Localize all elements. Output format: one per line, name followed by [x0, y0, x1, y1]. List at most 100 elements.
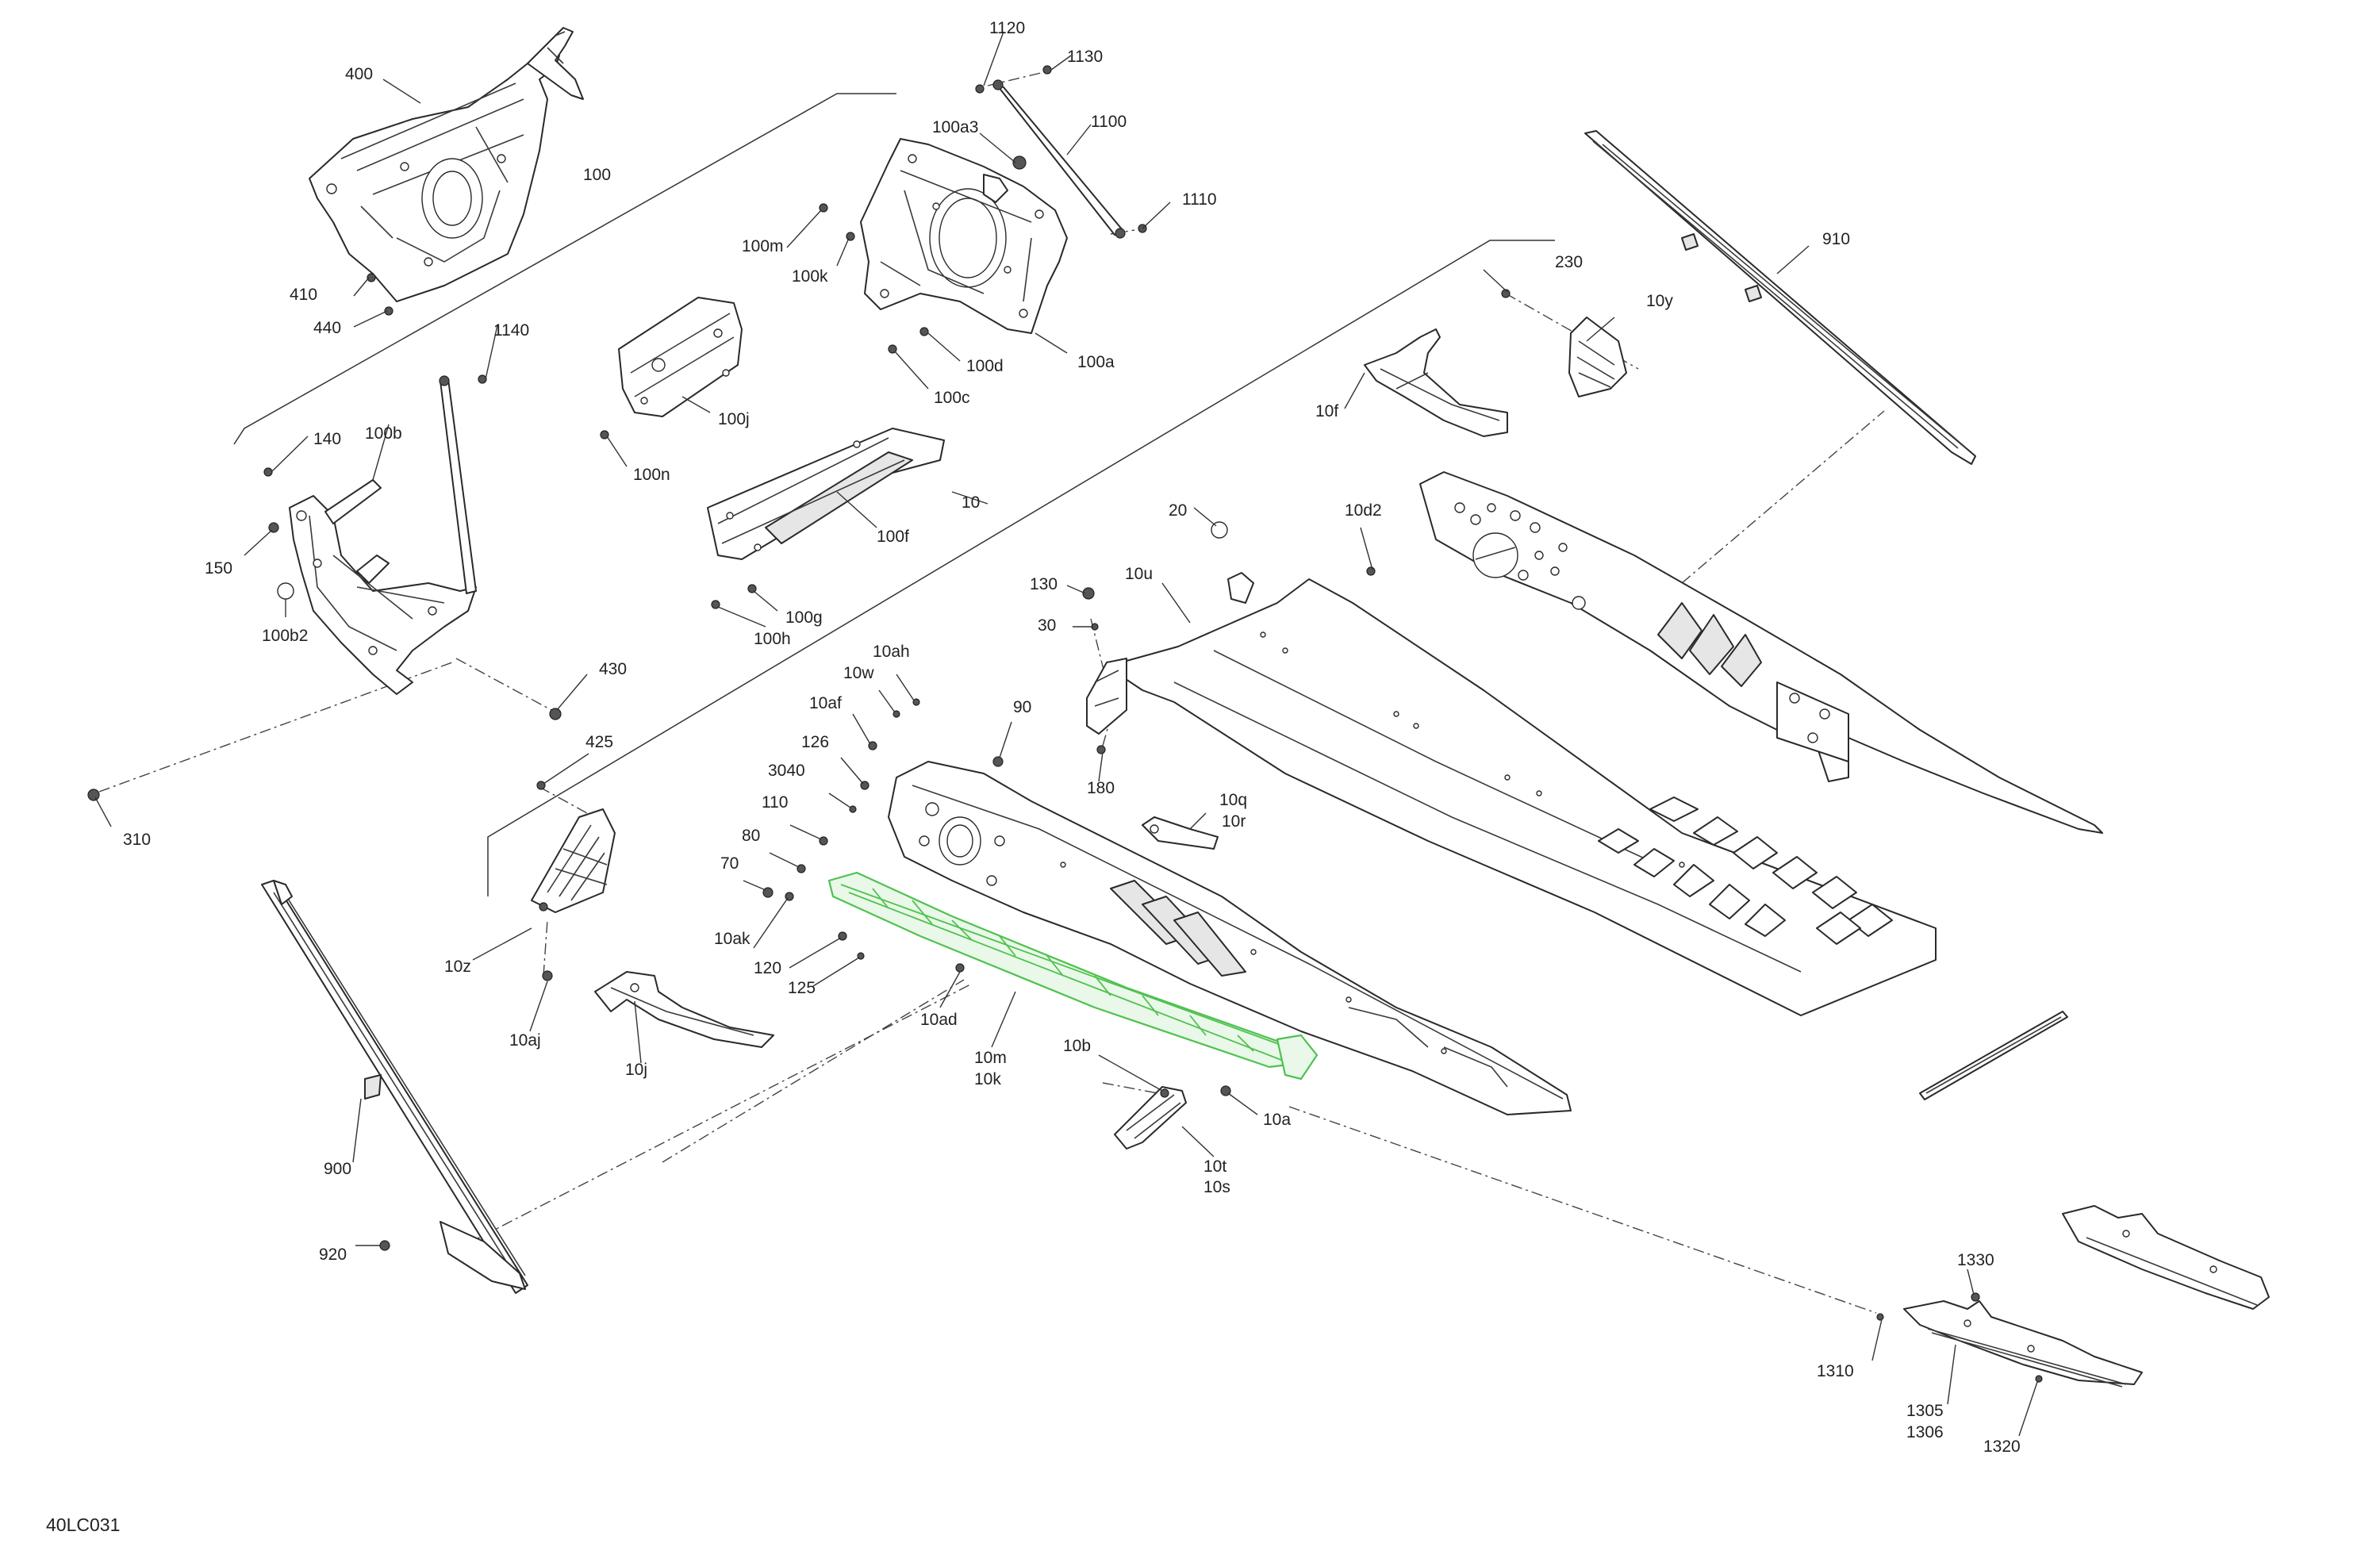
callout-10w: 10w	[843, 664, 874, 682]
callout-1306: 1306	[1906, 1423, 1944, 1441]
callout-70: 70	[720, 854, 739, 873]
callout-440: 440	[313, 319, 341, 337]
fastener-100h	[711, 600, 720, 609]
callout-1310: 1310	[1817, 1362, 1854, 1380]
assembly-axis-900	[463, 983, 973, 1246]
callout-3040: 3040	[768, 762, 805, 780]
fastener-230	[1501, 289, 1511, 298]
callout-10ah: 10ah	[873, 643, 910, 661]
callout-400: 400	[345, 65, 373, 83]
fastener-1330	[1971, 1292, 1980, 1302]
assembly-axis-430	[455, 658, 552, 711]
callout-180: 180	[1087, 779, 1115, 797]
callout-10k: 10k	[974, 1070, 1001, 1088]
part-100j-plate	[618, 297, 743, 417]
group-bracket-10	[487, 240, 1555, 896]
callout-150: 150	[205, 559, 232, 578]
callout-110: 110	[762, 793, 788, 812]
callout-10ak: 10ak	[714, 930, 750, 948]
part-thin-bar	[1919, 1011, 2068, 1100]
part-10y-plate	[1568, 317, 1627, 397]
fastener-100k	[846, 232, 855, 241]
callout-10: 10	[962, 493, 980, 512]
callout-920: 920	[319, 1246, 347, 1264]
assembly-axis-1310	[1288, 1106, 1877, 1314]
part-1305-1306-lower-bracket	[1903, 1300, 2143, 1388]
callout-425: 425	[585, 733, 613, 751]
callout-1330: 1330	[1957, 1251, 1994, 1269]
fastener-1320	[2035, 1375, 2043, 1383]
callout-100m: 100m	[742, 237, 784, 255]
callout-10m: 10m	[974, 1049, 1007, 1067]
part-10q-10r-bracket	[1142, 816, 1219, 850]
callout-126: 126	[801, 733, 829, 751]
callout-10t: 10t	[1203, 1157, 1226, 1176]
callout-10y: 10y	[1646, 292, 1673, 310]
callout-900: 900	[324, 1160, 351, 1178]
fastener-100g	[747, 584, 757, 593]
fastener-100d	[919, 327, 929, 336]
callout-910: 910	[1822, 230, 1850, 248]
part-910-long-rail	[1584, 130, 1976, 465]
fastener-1130	[1042, 65, 1052, 75]
fastener-10b	[1160, 1088, 1169, 1098]
fastener-310	[87, 789, 100, 801]
callout-10aj: 10aj	[509, 1031, 541, 1050]
fastener-80	[797, 864, 806, 873]
callout-1130: 1130	[1067, 48, 1103, 66]
callout-100a3: 100a3	[932, 118, 978, 136]
callout-100g: 100g	[785, 608, 823, 627]
fastener-110	[819, 836, 828, 846]
callout-125: 125	[788, 979, 816, 997]
fastener-1140	[478, 374, 487, 384]
leader-lines	[94, 31, 2038, 1437]
callout-130: 130	[1030, 575, 1058, 593]
callout-1140: 1140	[493, 321, 529, 340]
callout-100j: 100j	[718, 410, 750, 428]
callout-140: 140	[313, 430, 341, 448]
callout-10z: 10z	[444, 958, 471, 976]
fastener-920	[379, 1240, 390, 1251]
callout-100f: 100f	[877, 528, 909, 546]
part-10z-triangular-bracket	[531, 808, 616, 913]
callout-20: 20	[1169, 501, 1187, 520]
assembly-axis-10aj	[543, 919, 548, 977]
callout-100c: 100c	[934, 389, 970, 407]
callout-120: 120	[754, 959, 781, 977]
bushing-100b2	[277, 582, 294, 600]
assembly-axis-310	[98, 662, 453, 793]
callout-100h: 100h	[754, 630, 791, 648]
fastener-430	[549, 708, 562, 720]
fastener-425	[536, 781, 546, 790]
fastener-10ah	[912, 698, 920, 706]
callout-10f: 10f	[1315, 402, 1338, 420]
callout-410: 410	[290, 286, 317, 304]
part-900-long-rail	[261, 880, 528, 1294]
fastener-10d2	[1366, 566, 1376, 576]
callout-labels: 400 100 410 440 1120 1130 1100 100a3 111…	[123, 19, 2021, 1456]
callout-100b: 100b	[365, 424, 402, 443]
callout-80: 80	[742, 827, 760, 845]
callout-30: 30	[1038, 616, 1056, 635]
callout-10d2: 10d2	[1345, 501, 1382, 520]
part-10d2-right-side-panel	[1419, 471, 2103, 834]
callout-230: 230	[1555, 253, 1583, 271]
fastener-100c	[888, 344, 897, 354]
callout-10b: 10b	[1063, 1037, 1091, 1055]
fastener-140	[263, 467, 273, 477]
part-400-upper-frame	[309, 27, 584, 302]
assembly-axis-910	[1681, 410, 1885, 584]
callout-10ad: 10ad	[920, 1011, 958, 1029]
assembly-axis-10j	[662, 979, 965, 1163]
callout-10q: 10q	[1219, 791, 1247, 809]
callout-310: 310	[123, 831, 151, 849]
callout-10s: 10s	[1203, 1178, 1230, 1196]
fastener-10ad	[955, 963, 965, 973]
fastener-3040	[849, 805, 857, 813]
callout-430: 430	[599, 660, 627, 678]
assembly-axis-230	[1505, 293, 1639, 370]
callout-90: 90	[1013, 698, 1031, 716]
fastener-410	[367, 273, 376, 282]
part-10f-bracket	[1364, 328, 1508, 437]
